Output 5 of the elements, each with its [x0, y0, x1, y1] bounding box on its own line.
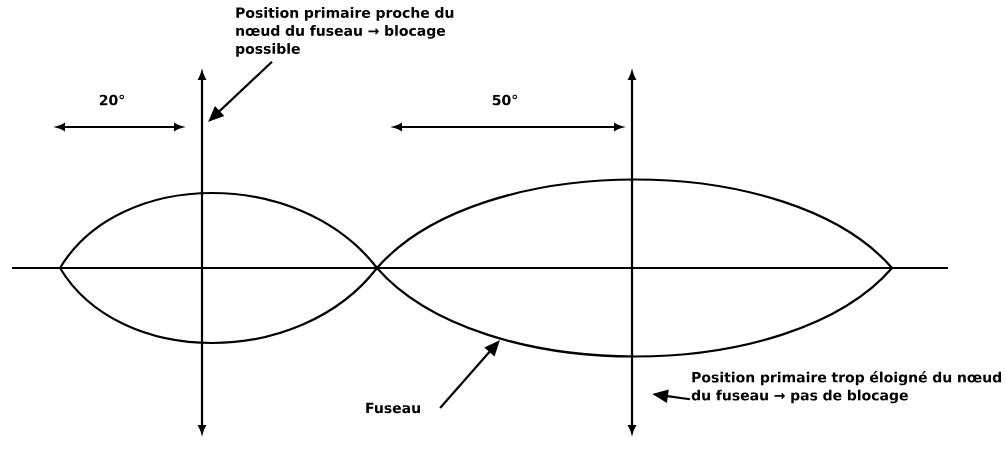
angle-label: 50°	[492, 94, 518, 106]
callout-text: Position primaire proche du nœud du fuseau → blocage possible	[236, 7, 454, 57]
callout-text: Position primaire trop éloigné du nœud du fuseau → pas de blocage	[691, 371, 1001, 404]
callout-text: Fuseau	[366, 402, 420, 414]
angle-label: 20°	[99, 94, 124, 106]
